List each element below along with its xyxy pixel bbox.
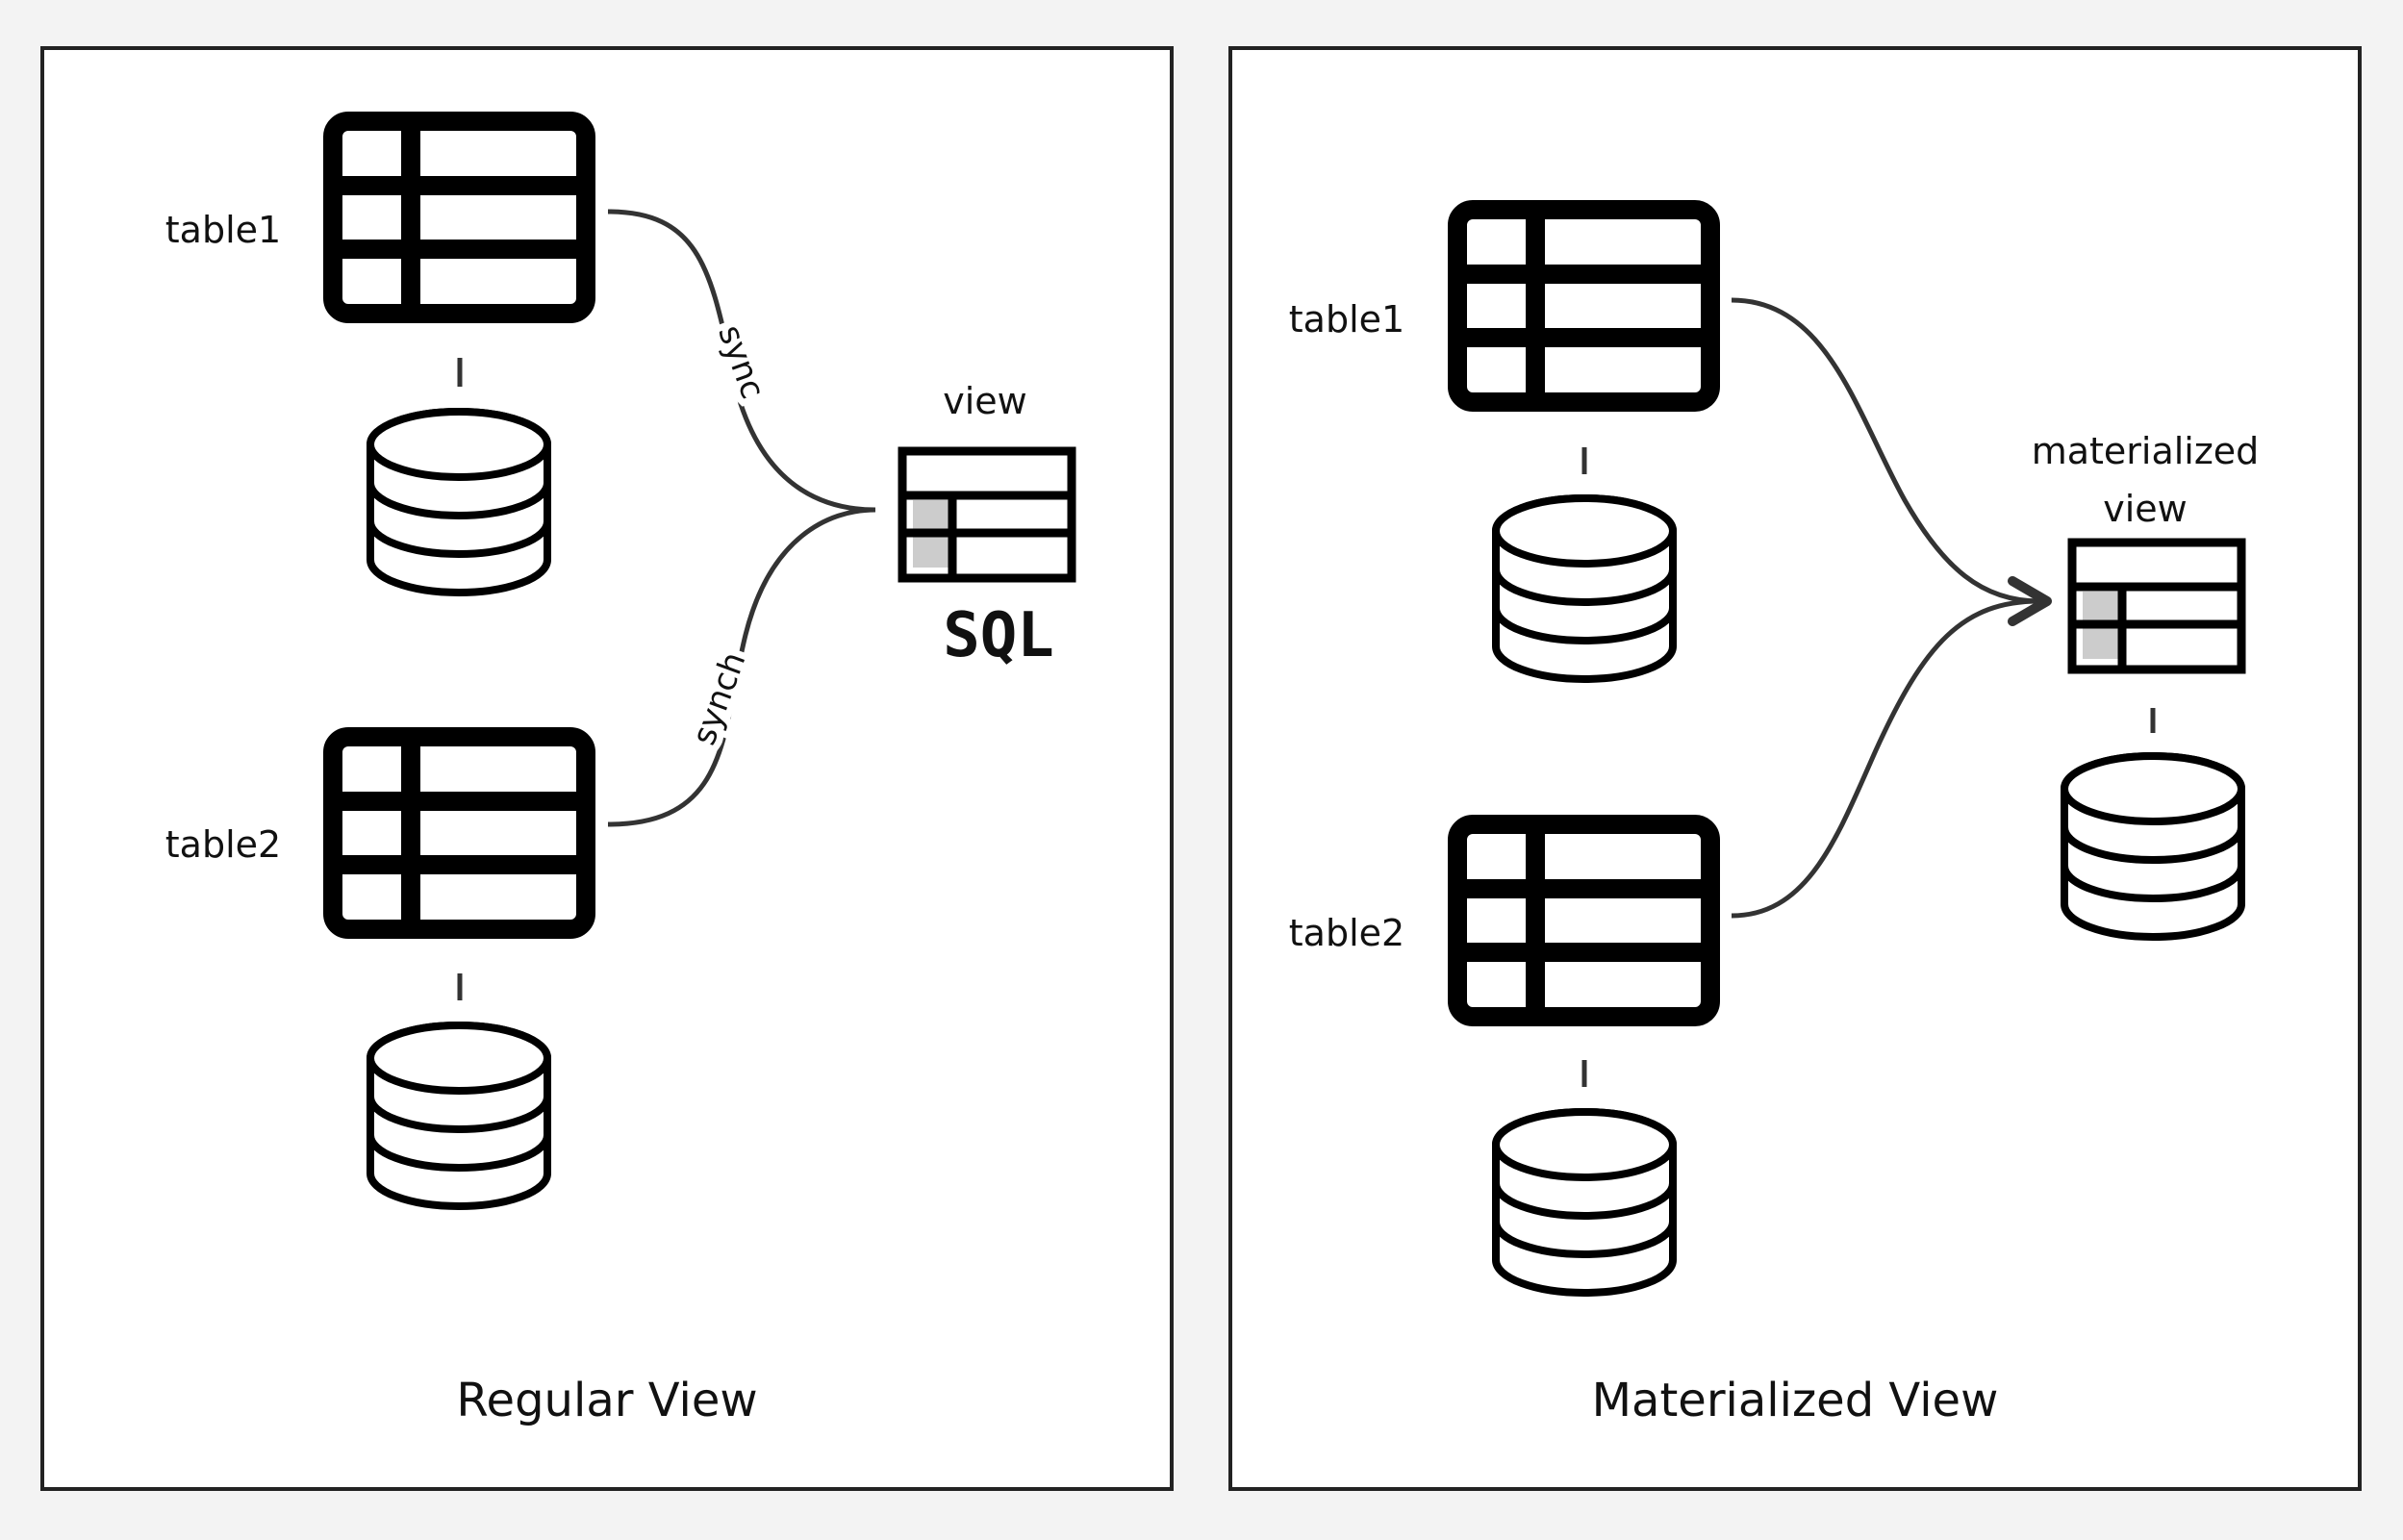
materialized-edge-table1 [1731, 297, 2040, 604]
materialized-table1-database-icon [1496, 498, 1673, 679]
sync-edge-table1 [607, 209, 876, 513]
regular-view-caption: Regular View [456, 1374, 757, 1427]
materialized-table2-icon [1457, 824, 1710, 1017]
synch-edge-table2 [607, 507, 876, 827]
materialized-table1-label: table1 [1289, 298, 1404, 341]
sql-icon: SQL [943, 600, 1054, 671]
regular-table1-database-icon [370, 412, 547, 593]
materialized-table2-database-icon [1496, 1112, 1673, 1293]
materialized-view-database-icon [2064, 756, 2241, 937]
materialized-table1-icon [1457, 210, 1710, 402]
materialized-edge-table2 [1731, 598, 2040, 919]
materialized-view-table-icon [2072, 543, 2241, 669]
view-table-icon [902, 451, 1072, 578]
materialized-table2-label: table2 [1289, 912, 1404, 954]
view-label: view [943, 380, 1027, 422]
materialized-view-label-line1: materialized [2032, 430, 2260, 472]
regular-table2-database-icon [370, 1025, 547, 1206]
regular-table2-label: table2 [165, 823, 281, 866]
regular-table1-icon [333, 121, 586, 314]
regular-view-panel [40, 46, 1174, 1491]
materialized-view-label-line2: view [2103, 488, 2188, 530]
regular-table2-icon [333, 737, 586, 929]
arrow-icon [2008, 576, 2052, 626]
regular-table1-label: table1 [165, 209, 281, 251]
materialized-view-caption: Materialized View [1592, 1374, 1999, 1427]
